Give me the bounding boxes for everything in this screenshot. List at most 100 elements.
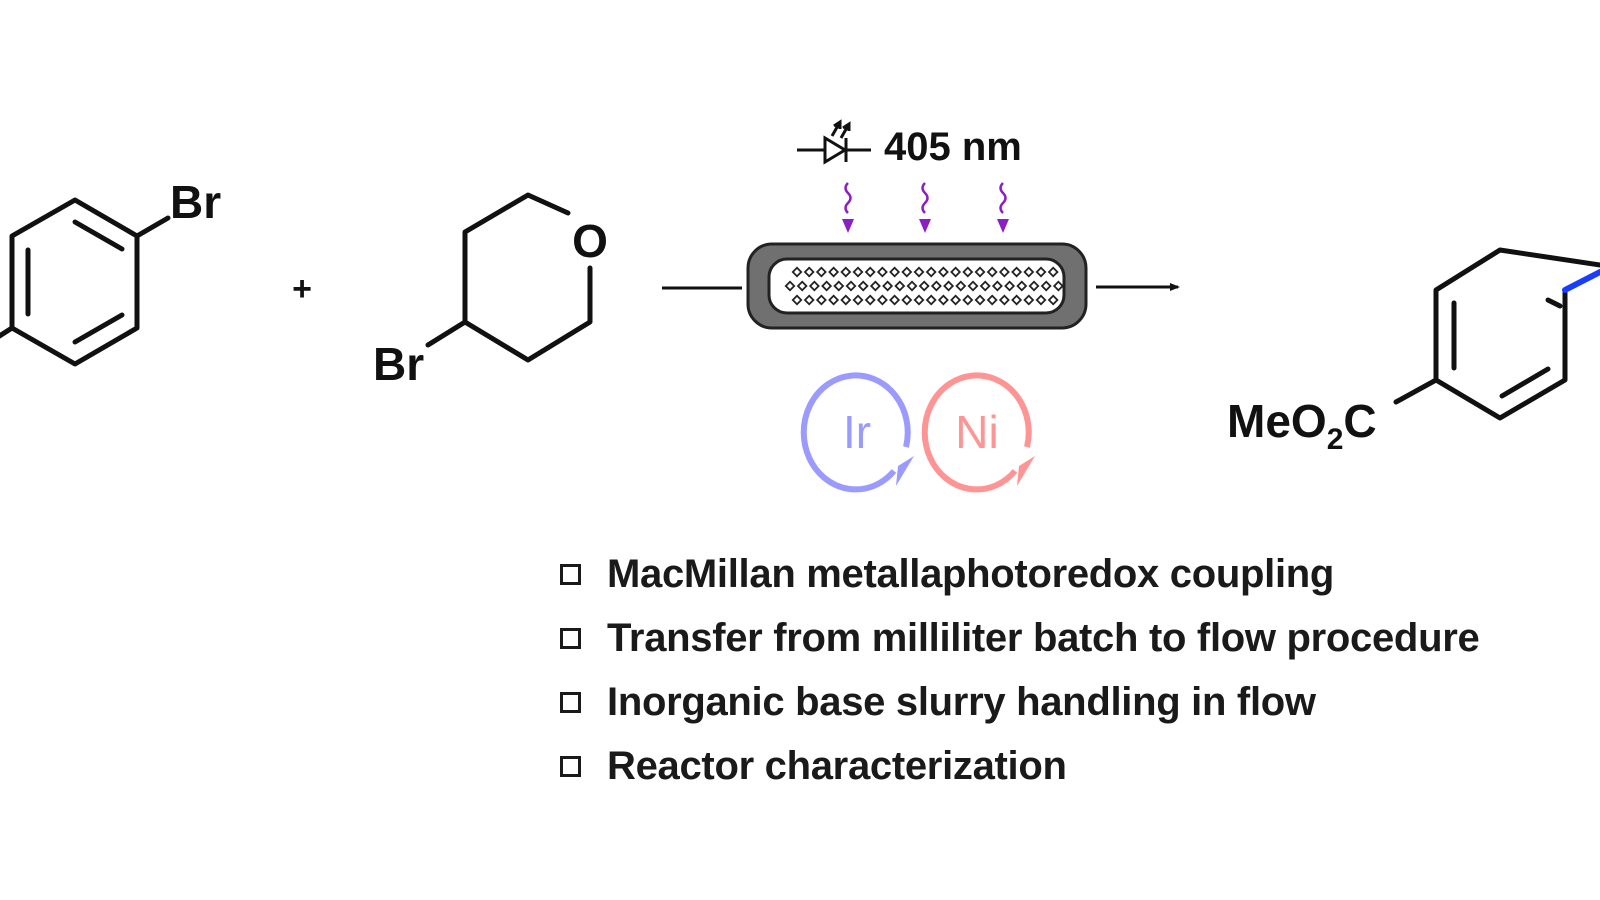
iridium-catalytic-cycle: Ir <box>800 372 914 493</box>
packing-bead <box>889 294 901 306</box>
checkbox-icon[interactable] <box>560 755 581 777</box>
packing-bead <box>962 266 974 278</box>
packing-bead <box>1023 294 1035 306</box>
packing-bead <box>998 266 1010 278</box>
packing-bead <box>876 266 888 278</box>
packing-bead <box>925 266 937 278</box>
led-icon <box>797 119 871 165</box>
packing-bead <box>1011 294 1023 306</box>
packing-bead <box>913 266 925 278</box>
packing-bead <box>925 294 937 306</box>
packing-bead <box>791 266 803 278</box>
packing-bead <box>815 266 827 278</box>
packing-bead <box>974 294 986 306</box>
packing-bead <box>791 294 803 306</box>
packing-bead <box>986 294 998 306</box>
ester-label-tail: C <box>1343 395 1376 447</box>
checklist-item-label: MacMillan metallaphotoredox coupling <box>607 551 1335 596</box>
packing-bead <box>828 294 840 306</box>
packing-bead <box>986 266 998 278</box>
packing-bead <box>808 280 820 292</box>
packing-bead <box>1004 280 1016 292</box>
reagent1-br-label: Br <box>170 176 221 228</box>
checkbox-icon[interactable] <box>560 691 581 713</box>
checkbox-icon[interactable] <box>560 627 581 649</box>
packing-bead <box>950 266 962 278</box>
ester-label-main: MeO <box>1227 395 1327 447</box>
packing-bead <box>950 294 962 306</box>
packing-bead <box>803 266 815 278</box>
packing-bead <box>1011 266 1023 278</box>
checklist-item: Transfer from milliliter batch to flow p… <box>560 606 1480 670</box>
packing-bead <box>845 280 857 292</box>
packing-bead <box>894 280 906 292</box>
packing-bead <box>784 280 796 292</box>
packing-bead <box>901 266 913 278</box>
reagent-aryl-bromide: Br <box>0 176 221 367</box>
packing-bead <box>962 294 974 306</box>
iridium-label: Ir <box>843 406 871 458</box>
light-rays <box>842 182 1009 233</box>
ester-label-subscript: 2 <box>1327 423 1344 456</box>
packing-bead <box>882 280 894 292</box>
packing-bead <box>955 280 967 292</box>
checkbox-icon[interactable] <box>560 563 581 585</box>
light-ray <box>842 182 854 233</box>
nickel-catalytic-cycle: Ni <box>921 372 1035 493</box>
packing-bead <box>876 294 888 306</box>
checklist-item: Inorganic base slurry handling in flow <box>560 670 1479 734</box>
packing-bead <box>991 280 1003 292</box>
packing-bead <box>840 266 852 278</box>
packing-bead <box>937 294 949 306</box>
packing-bead <box>1035 266 1047 278</box>
packing-bead <box>796 280 808 292</box>
nickel-label: Ni <box>955 406 998 458</box>
packing-bead <box>833 280 845 292</box>
packing-bead <box>937 266 949 278</box>
packing-bead <box>840 294 852 306</box>
packing-bead <box>852 266 864 278</box>
packing-bead <box>1047 266 1059 278</box>
checklist-item-label: Transfer from milliliter batch to flow p… <box>607 615 1480 660</box>
wavelength-label: 405 nm <box>884 125 1022 169</box>
reagent-bromotetrahydropyran: O Br <box>373 192 608 390</box>
packing-bead <box>974 266 986 278</box>
packing-bead <box>906 280 918 292</box>
packing-bead <box>869 280 881 292</box>
packing-bead <box>943 280 955 292</box>
packing-bead <box>918 280 930 292</box>
light-ray <box>919 182 931 233</box>
packing-bead <box>864 266 876 278</box>
packing-bead <box>967 280 979 292</box>
packing-bead <box>852 294 864 306</box>
product-blue-bond <box>1562 269 1600 293</box>
reagent2-br-label: Br <box>373 338 424 390</box>
packing-bead <box>1040 280 1052 292</box>
packing-bead <box>930 280 942 292</box>
flow-reactor <box>746 242 1088 330</box>
packing-bead <box>803 294 815 306</box>
packing-bead <box>1047 294 1059 306</box>
packing-bead <box>1023 266 1035 278</box>
packing-bead <box>821 280 833 292</box>
packing-bead <box>864 294 876 306</box>
checklist: MacMillan metallaphotoredox coupling Tra… <box>560 542 1480 798</box>
checklist-item: MacMillan metallaphotoredox coupling <box>560 542 1479 606</box>
reagent2-oxygen-label: O <box>572 215 608 267</box>
packing-bead <box>998 294 1010 306</box>
reactor-packing <box>784 266 1064 306</box>
packing-bead <box>913 294 925 306</box>
packing-bead <box>828 266 840 278</box>
checklist-item: Reactor characterization <box>560 734 1479 798</box>
packing-bead <box>1052 280 1064 292</box>
packing-bead <box>857 280 869 292</box>
light-ray <box>997 182 1009 233</box>
checklist-item-label: Reactor characterization <box>607 743 1067 788</box>
packing-bead <box>1035 294 1047 306</box>
packing-bead <box>901 294 913 306</box>
packing-bead <box>889 266 901 278</box>
packing-bead <box>1028 280 1040 292</box>
plus-sign: + <box>292 270 312 308</box>
checklist-item-label: Inorganic base slurry handling in flow <box>607 679 1316 724</box>
